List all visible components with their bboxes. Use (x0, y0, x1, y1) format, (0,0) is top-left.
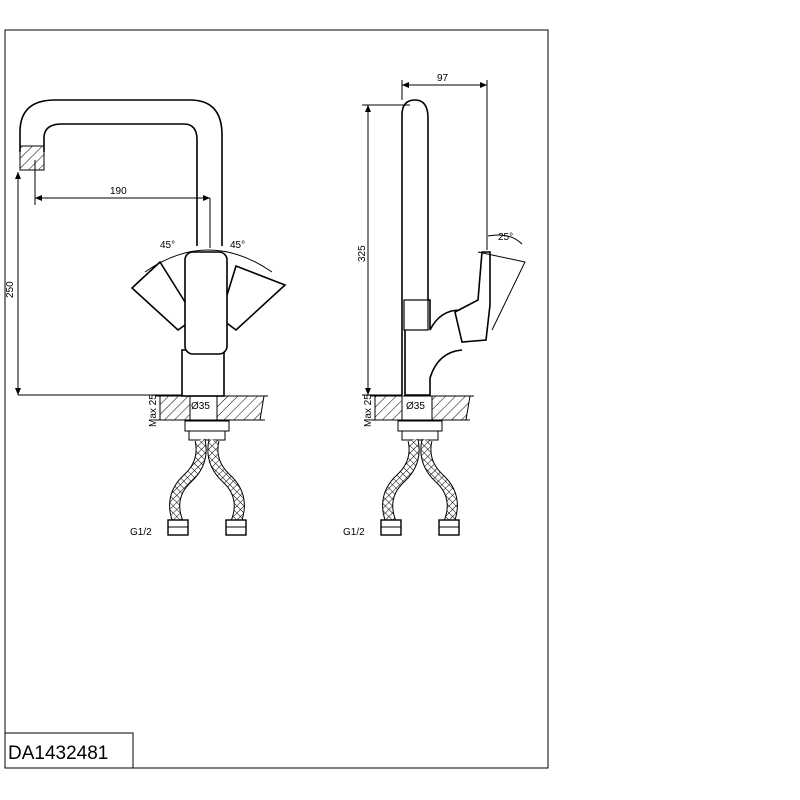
front-deck-label: Max 25 (148, 394, 159, 427)
side-view: 25° 97 325 Ø35 Max 25 G1/ (343, 73, 526, 538)
side-body (401, 299, 461, 395)
side-spout (401, 99, 429, 300)
side-deck-left (374, 395, 403, 421)
front-handle-right (219, 264, 287, 332)
front-connection-label: G1/2 (130, 527, 152, 538)
side-height-label: 325 (357, 245, 368, 262)
side-handle (454, 251, 491, 343)
front-reach-label: 190 (110, 186, 127, 197)
side-connection-label: G1/2 (343, 527, 365, 538)
front-angle-left-label: 45° (160, 240, 175, 251)
front-spout (19, 99, 223, 246)
title-box (4, 732, 134, 769)
front-view: 190 250 45° 45° Ø35 Max 25 G1/2 (5, 99, 287, 538)
front-handle-block (184, 251, 228, 355)
model-code: DA1432481 (8, 743, 108, 764)
drawing-frame: DA1432481 (4, 29, 549, 769)
side-deck-right (431, 395, 471, 421)
front-mount-nut (184, 420, 230, 432)
side-angle-label: 25° (498, 232, 513, 243)
front-deck-left (159, 395, 191, 421)
front-height-label: 250 (5, 281, 16, 298)
front-spout-nozzle (19, 145, 45, 171)
side-deck-label: Max 25 (363, 394, 374, 427)
front-body (181, 349, 225, 397)
front-angle-right-label: 45° (230, 240, 245, 251)
side-hole-label: Ø35 (406, 401, 425, 412)
front-hole-label: Ø35 (191, 401, 210, 412)
side-mount-nut (397, 420, 443, 432)
side-depth-label: 97 (437, 73, 449, 84)
front-deck-right (216, 395, 265, 421)
